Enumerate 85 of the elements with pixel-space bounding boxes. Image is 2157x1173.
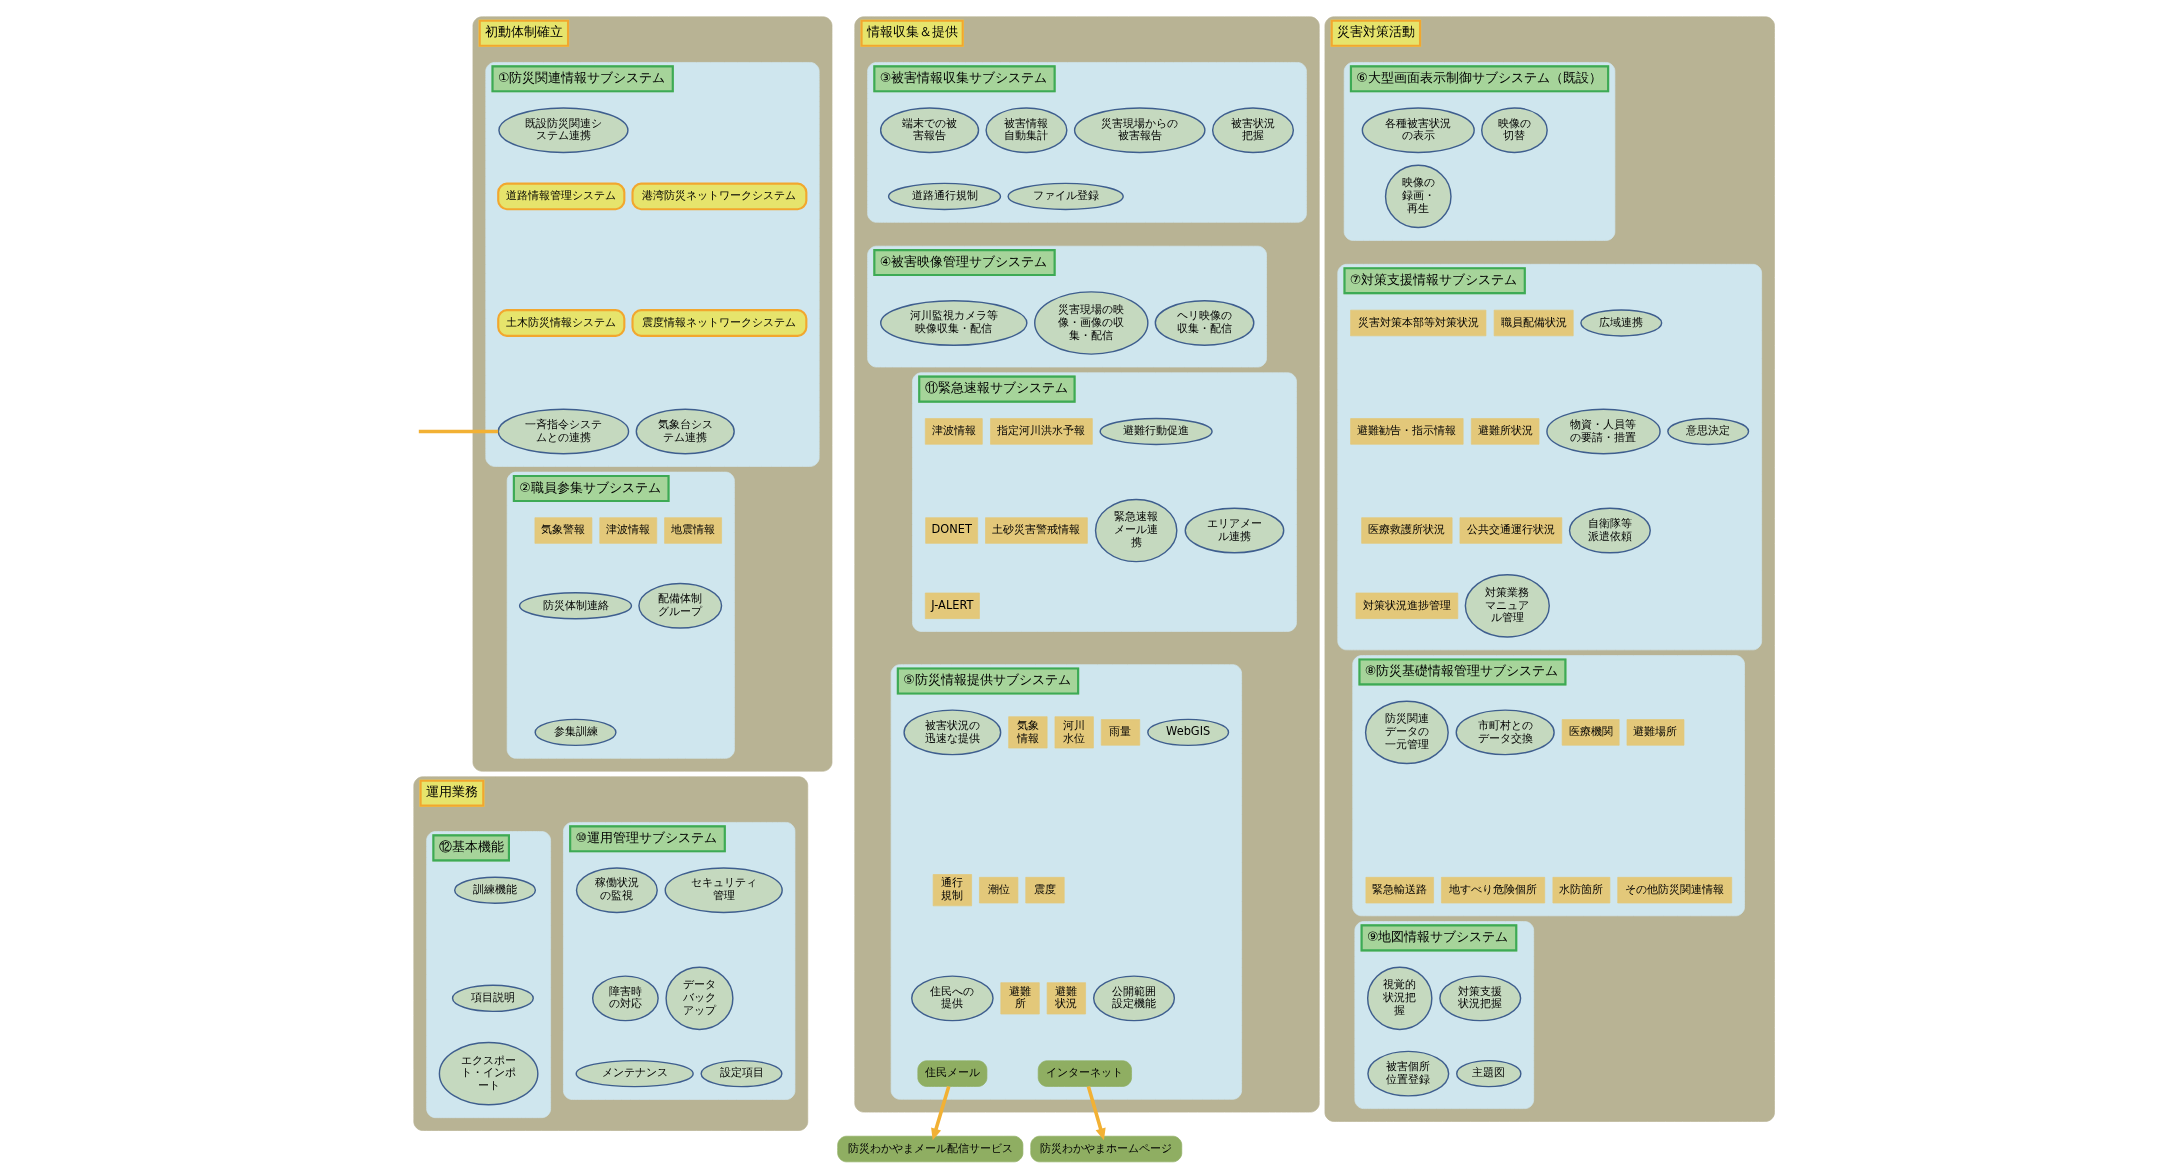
node-ellipse: 配備体制グループ — [637, 582, 722, 629]
node-ellipse: 広域連携 — [1579, 309, 1662, 337]
node-box: 防災わかやまホームページ — [1029, 1135, 1182, 1163]
node-ellipse: 気象台システム連携 — [635, 408, 735, 455]
node-box: 医療救護所状況 — [1360, 517, 1452, 544]
node-ellipse: 道路通行規制 — [887, 182, 1001, 211]
node-box: 潮位 — [978, 877, 1018, 904]
node-box: 震度 — [1024, 877, 1065, 904]
node-ellipse: 項目説明 — [451, 984, 534, 1013]
node-ellipse: セキュリティ管理 — [664, 867, 783, 914]
node-box: 避難勧告・指示情報 — [1349, 418, 1463, 445]
node-box: 気象警報 — [534, 517, 592, 544]
node-ellipse: 市町村とのデータ交換 — [1455, 709, 1555, 756]
node-box: 避難所状況 — [1470, 418, 1539, 445]
node-ellipse: 緊急速報メール連携 — [1094, 498, 1177, 563]
node-ellipse: 対策業務マニュアル管理 — [1464, 574, 1550, 638]
node-box: 気象情報 — [1007, 716, 1047, 749]
node-box: 土砂災害警戒情報 — [984, 517, 1088, 544]
node-box: 港湾防災ネットワークシステム — [630, 182, 807, 211]
node-ellipse: メンテナンス — [575, 1059, 694, 1088]
node-ellipse: 既設防災関連システム連携 — [497, 107, 629, 154]
node-ellipse: 対策支援状況把握 — [1438, 975, 1521, 1022]
node-ellipse: 端末での被害報告 — [879, 107, 979, 154]
node-ellipse: 参集訓練 — [533, 718, 617, 747]
node-box: 地すべり危険個所 — [1440, 877, 1545, 904]
node-ellipse: 稼働状況の監視 — [575, 867, 658, 914]
node-box: 避難場所 — [1626, 719, 1684, 746]
node-circle: 視覚的状況把握 — [1366, 966, 1432, 1031]
node-box: 道路情報管理システム — [496, 182, 625, 211]
node-ellipse: 訓練機能 — [453, 876, 536, 904]
node-ellipse: 防災体制連絡 — [518, 592, 632, 620]
node-ellipse: エリアメール連携 — [1184, 507, 1284, 554]
node-box: 緊急輸送路 — [1365, 877, 1434, 904]
node-box: 震度情報ネットワークシステム — [630, 309, 807, 337]
node-box: 指定河川洪水予報 — [989, 418, 1093, 445]
node-ellipse: 被害個所位置登録 — [1366, 1050, 1449, 1097]
node-box: 防災わかやまメール配信サービス — [836, 1135, 1023, 1163]
node-ellipse: 障害時の対応 — [591, 975, 659, 1022]
node-ellipse: 被害情報自動集計 — [984, 107, 1067, 154]
node-box: 住民メール — [916, 1060, 987, 1087]
node-ellipse: 自衛隊等派遣依頼 — [1568, 507, 1651, 554]
node-ellipse: 災害現場からの被害報告 — [1073, 107, 1206, 154]
node-box: 津波情報 — [924, 418, 983, 445]
node-ellipse: 被害状況把握 — [1211, 107, 1294, 154]
arrow — [930, 1086, 950, 1141]
node-box: 水防箇所 — [1552, 877, 1610, 904]
node-ellipse: ファイル登録 — [1006, 182, 1124, 211]
node-box: 職員配備状況 — [1493, 309, 1574, 337]
node-box: 避難所 — [999, 982, 1040, 1015]
node-box: 地震情報 — [663, 517, 722, 544]
node-box: 土木防災情報システム — [496, 309, 625, 337]
node-ellipse: 河川監視カメラ等映像収集・配信 — [879, 300, 1028, 346]
node-ellipse: 各種被害状況の表示 — [1361, 107, 1475, 154]
node-circle: 映像の録画・再生 — [1384, 164, 1452, 229]
node-ellipse: WebGIS — [1146, 718, 1229, 747]
node-box: 医療機関 — [1561, 719, 1619, 746]
node-box: J-ALERT — [924, 592, 980, 619]
node-box: 津波情報 — [598, 517, 657, 544]
node-box: 対策状況進捗管理 — [1355, 592, 1458, 619]
node-ellipse: 防災関連データの一元管理 — [1364, 700, 1449, 765]
node-box: 通行規制 — [932, 874, 972, 907]
node-circle: データバックアップ — [664, 966, 734, 1031]
node-box: その他防災関連情報 — [1616, 877, 1732, 904]
node-box: 河川水位 — [1054, 716, 1094, 749]
node-ellipse: 避難行動促進 — [1099, 417, 1213, 446]
node-ellipse: 住民への提供 — [910, 975, 994, 1022]
node-box: 災害対策本部等対策状況 — [1349, 309, 1486, 337]
node-ellipse: 災害現場の映像・画像の収集・配信 — [1033, 291, 1149, 355]
node-ellipse: 意思決定 — [1666, 417, 1749, 446]
node-ellipse: ヘリ映像の収集・配信 — [1154, 300, 1254, 346]
node-box: DONET — [924, 517, 978, 544]
node-ellipse: 主題図 — [1455, 1059, 1522, 1088]
node-ellipse: エクスポート・インポート — [438, 1041, 539, 1106]
node-ellipse: 物資・人員等の要請・措置 — [1545, 408, 1661, 455]
connector — [418, 429, 498, 434]
node-box: 公共交通運行状況 — [1459, 517, 1562, 544]
arrow — [1086, 1086, 1106, 1141]
node-ellipse: 公開範囲設定機能 — [1092, 975, 1175, 1022]
node-box: インターネット — [1037, 1060, 1132, 1087]
node-ellipse: 被害状況の迅速な提供 — [902, 709, 1001, 756]
node-ellipse: 一斉指令システムとの連携 — [497, 408, 629, 455]
node-box: 雨量 — [1100, 719, 1140, 746]
node-ellipse: 映像の切替 — [1480, 107, 1548, 154]
node-ellipse: 設定項目 — [699, 1059, 783, 1088]
node-box: 避難状況 — [1046, 982, 1086, 1015]
